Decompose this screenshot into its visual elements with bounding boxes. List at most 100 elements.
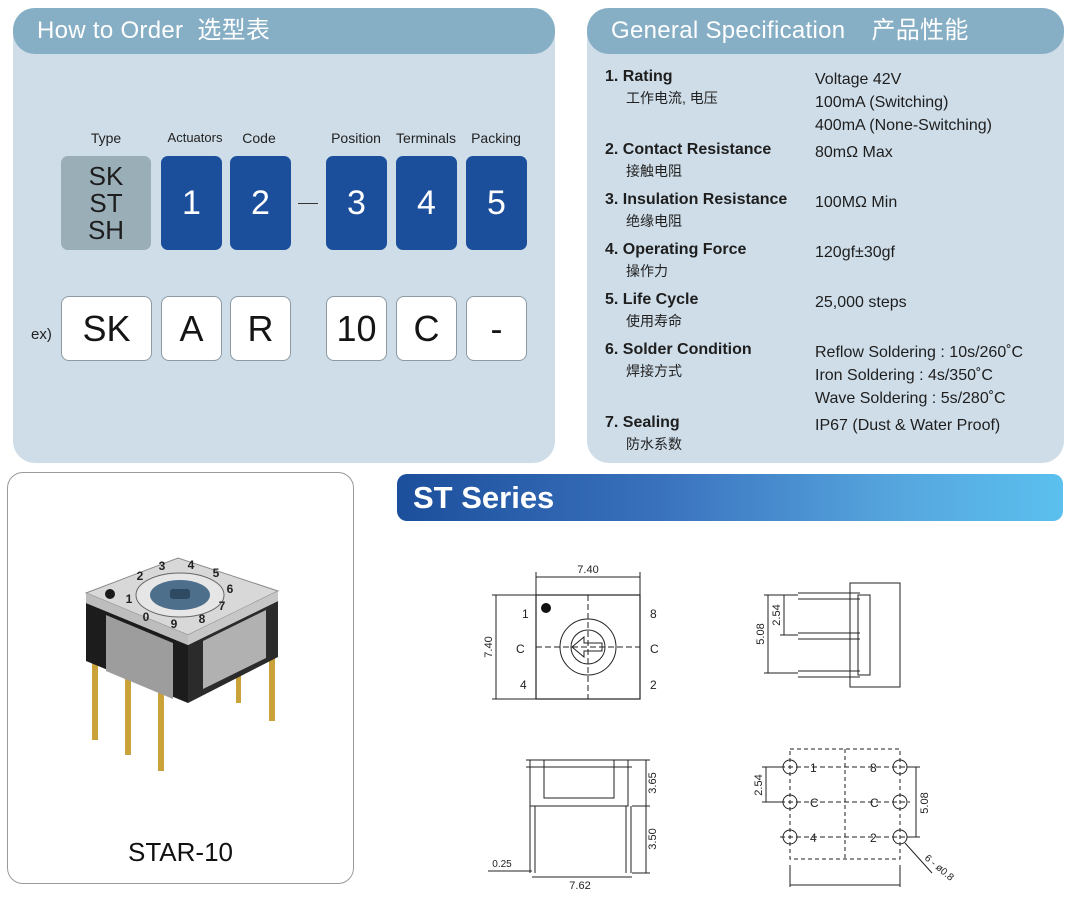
spec-value: 100MΩ Min	[815, 194, 898, 211]
code-box-packing: 5	[466, 156, 527, 250]
switch-pins	[92, 651, 275, 771]
example-type: SK	[61, 296, 152, 361]
col-label-position: Position	[331, 130, 381, 146]
product-caption: STAR-10	[128, 837, 233, 867]
col-label-actuators: Actuators	[167, 130, 223, 145]
spec-value: 120gf±30gf	[815, 244, 895, 261]
spec-title-cn: 焊接方式	[626, 363, 682, 379]
technical-drawings: 7.40 7.40 1 8 C C 4 2 5.08 2.54	[483, 564, 956, 892]
dial-number: 5	[213, 566, 220, 580]
spec-value: Reflow Soldering : 10s/260˚C Iron Solder…	[815, 341, 1023, 410]
drawing-top-view: 7.40 7.40 1 8 C C 4 2	[483, 564, 659, 700]
top-corner-1: 1	[522, 607, 529, 621]
spec-value-line: Iron Soldering : 4s/350˚C	[815, 367, 993, 384]
type-code-sh: SH	[87, 214, 125, 245]
product-photo: 2 3 4 5 6 7 8 9 0 1	[84, 557, 280, 771]
spec-value: 25,000 steps	[815, 294, 907, 311]
drawing-side-view: 5.08 2.54	[755, 582, 901, 688]
spec-title-cn: 操作力	[626, 263, 668, 279]
dial-number: 6	[227, 582, 234, 596]
dial-number: 2	[137, 569, 144, 583]
col-label-type: Type	[90, 130, 122, 146]
general-spec-header: General Specification 产品性能	[587, 8, 1064, 54]
dim-pcb-span: 5.08	[919, 792, 931, 813]
top-corner-8: 8	[650, 607, 657, 621]
dim-side-inner: 2.54	[771, 604, 783, 625]
dial-number: 4	[188, 558, 195, 572]
example-actuators: A	[161, 296, 222, 361]
top-corner-2: 2	[650, 678, 657, 692]
dim-front-pin-width: 0.25	[492, 859, 512, 870]
dim-front-width: 7.62	[569, 880, 590, 892]
drawing-pcb-layout: 1 8 C C 4 2 2.54 5.08 6 - ø0.8	[753, 748, 956, 887]
example-label: ex)	[31, 326, 52, 343]
spec-value-line: Wave Soldering : 5s/280˚C	[815, 390, 1006, 407]
example-terminals: C	[396, 296, 457, 361]
type-code-box: SK ST SH	[61, 156, 151, 250]
example-packing: -	[466, 296, 527, 361]
col-label-code: Code	[242, 130, 276, 146]
top-c-right: C	[650, 642, 659, 656]
dim-top-width: 7.40	[577, 564, 598, 576]
pcb-label-1: 1	[810, 761, 817, 775]
dial-number: 3	[159, 559, 166, 573]
col-label-terminals: Terminals	[396, 130, 456, 146]
how-to-order-header: How to Order 选型表	[13, 8, 555, 54]
dial-number: 9	[171, 617, 178, 631]
series-title: ST Series	[413, 480, 555, 515]
dim-pcb-pitch: 2.54	[753, 774, 765, 795]
type-code-st: ST	[89, 187, 123, 218]
spec-title: 3. Insulation Resistance	[605, 191, 788, 208]
spec-title: 2. Contact Resistance	[605, 141, 772, 158]
code-box-terminals: 4	[396, 156, 457, 250]
how-to-order-title-cn: 选型表	[197, 17, 271, 44]
pcb-label-c-right: C	[870, 796, 879, 810]
spec-value: Voltage 42V 100mA (Switching) 400mA (Non…	[815, 68, 992, 137]
top-corner-4: 4	[520, 678, 527, 692]
spec-value: 80mΩ Max	[815, 144, 893, 161]
spec-value: IP67 (Dust & Water Proof)	[815, 417, 1001, 434]
dial-number: 8	[199, 612, 206, 626]
pcb-label-4: 4	[810, 831, 817, 845]
product-photo-card: 2 3 4 5 6 7 8 9 0 1 STAR-10	[7, 472, 354, 884]
spec-title-cn: 使用寿命	[626, 313, 682, 329]
spec-title-cn: 防水系数	[626, 436, 682, 452]
pcb-label-c-left: C	[810, 796, 819, 810]
spec-title: 6. Solder Condition	[605, 341, 752, 358]
how-to-order-title: How to Order	[37, 17, 184, 44]
spec-title: 7. Sealing	[605, 414, 680, 431]
series-banner: ST Series	[397, 474, 1063, 521]
spec-value-line: 400mA (None-Switching)	[815, 117, 992, 134]
dial-number: 7	[219, 599, 226, 613]
dial-number: 1	[126, 592, 133, 606]
general-spec-title: General Specification	[611, 17, 846, 44]
spec-title: 4. Operating Force	[605, 241, 747, 258]
spec-value-line: Voltage 42V	[815, 71, 902, 88]
dim-front-pin: 3.50	[647, 828, 659, 849]
example-position: 10	[326, 296, 387, 361]
dial-numbers: 2 3 4 5 6 7 8 9 0 1	[126, 558, 234, 631]
col-label-packing: Packing	[471, 130, 521, 146]
order-dash	[298, 203, 318, 204]
spec-title-cn: 工作电流, 电压	[626, 90, 718, 106]
pcb-label-2: 2	[870, 831, 877, 845]
code-box-actuators: 1	[161, 156, 222, 250]
type-code-sk: SK	[88, 160, 124, 191]
pcb-label-8: 8	[870, 761, 877, 775]
spec-value-line: 100mA (Switching)	[815, 94, 949, 111]
drawing-front-view: 3.65 3.50 0.25 7.62	[488, 759, 659, 892]
spec-title-cn: 接触电阻	[626, 163, 682, 179]
general-spec-title-cn: 产品性能	[871, 17, 969, 44]
how-to-order-panel: How to Order 选型表 Type Actuators Code Posi…	[13, 8, 555, 463]
dim-side-outer: 5.08	[755, 623, 767, 644]
spec-value-line: Reflow Soldering : 10s/260˚C	[815, 344, 1024, 361]
dial-number: 0	[143, 610, 150, 624]
code-box-position: 3	[326, 156, 387, 250]
example-code: R	[230, 296, 291, 361]
spec-title: 1. Rating	[605, 68, 673, 85]
dim-top-height: 7.40	[483, 636, 495, 657]
spec-title-cn: 绝缘电阻	[626, 213, 682, 229]
spec-title: 5. Life Cycle	[605, 291, 699, 308]
code-box-code: 2	[230, 156, 291, 250]
general-spec-panel: General Specification 产品性能 1. Rating 工作电流…	[587, 8, 1064, 463]
